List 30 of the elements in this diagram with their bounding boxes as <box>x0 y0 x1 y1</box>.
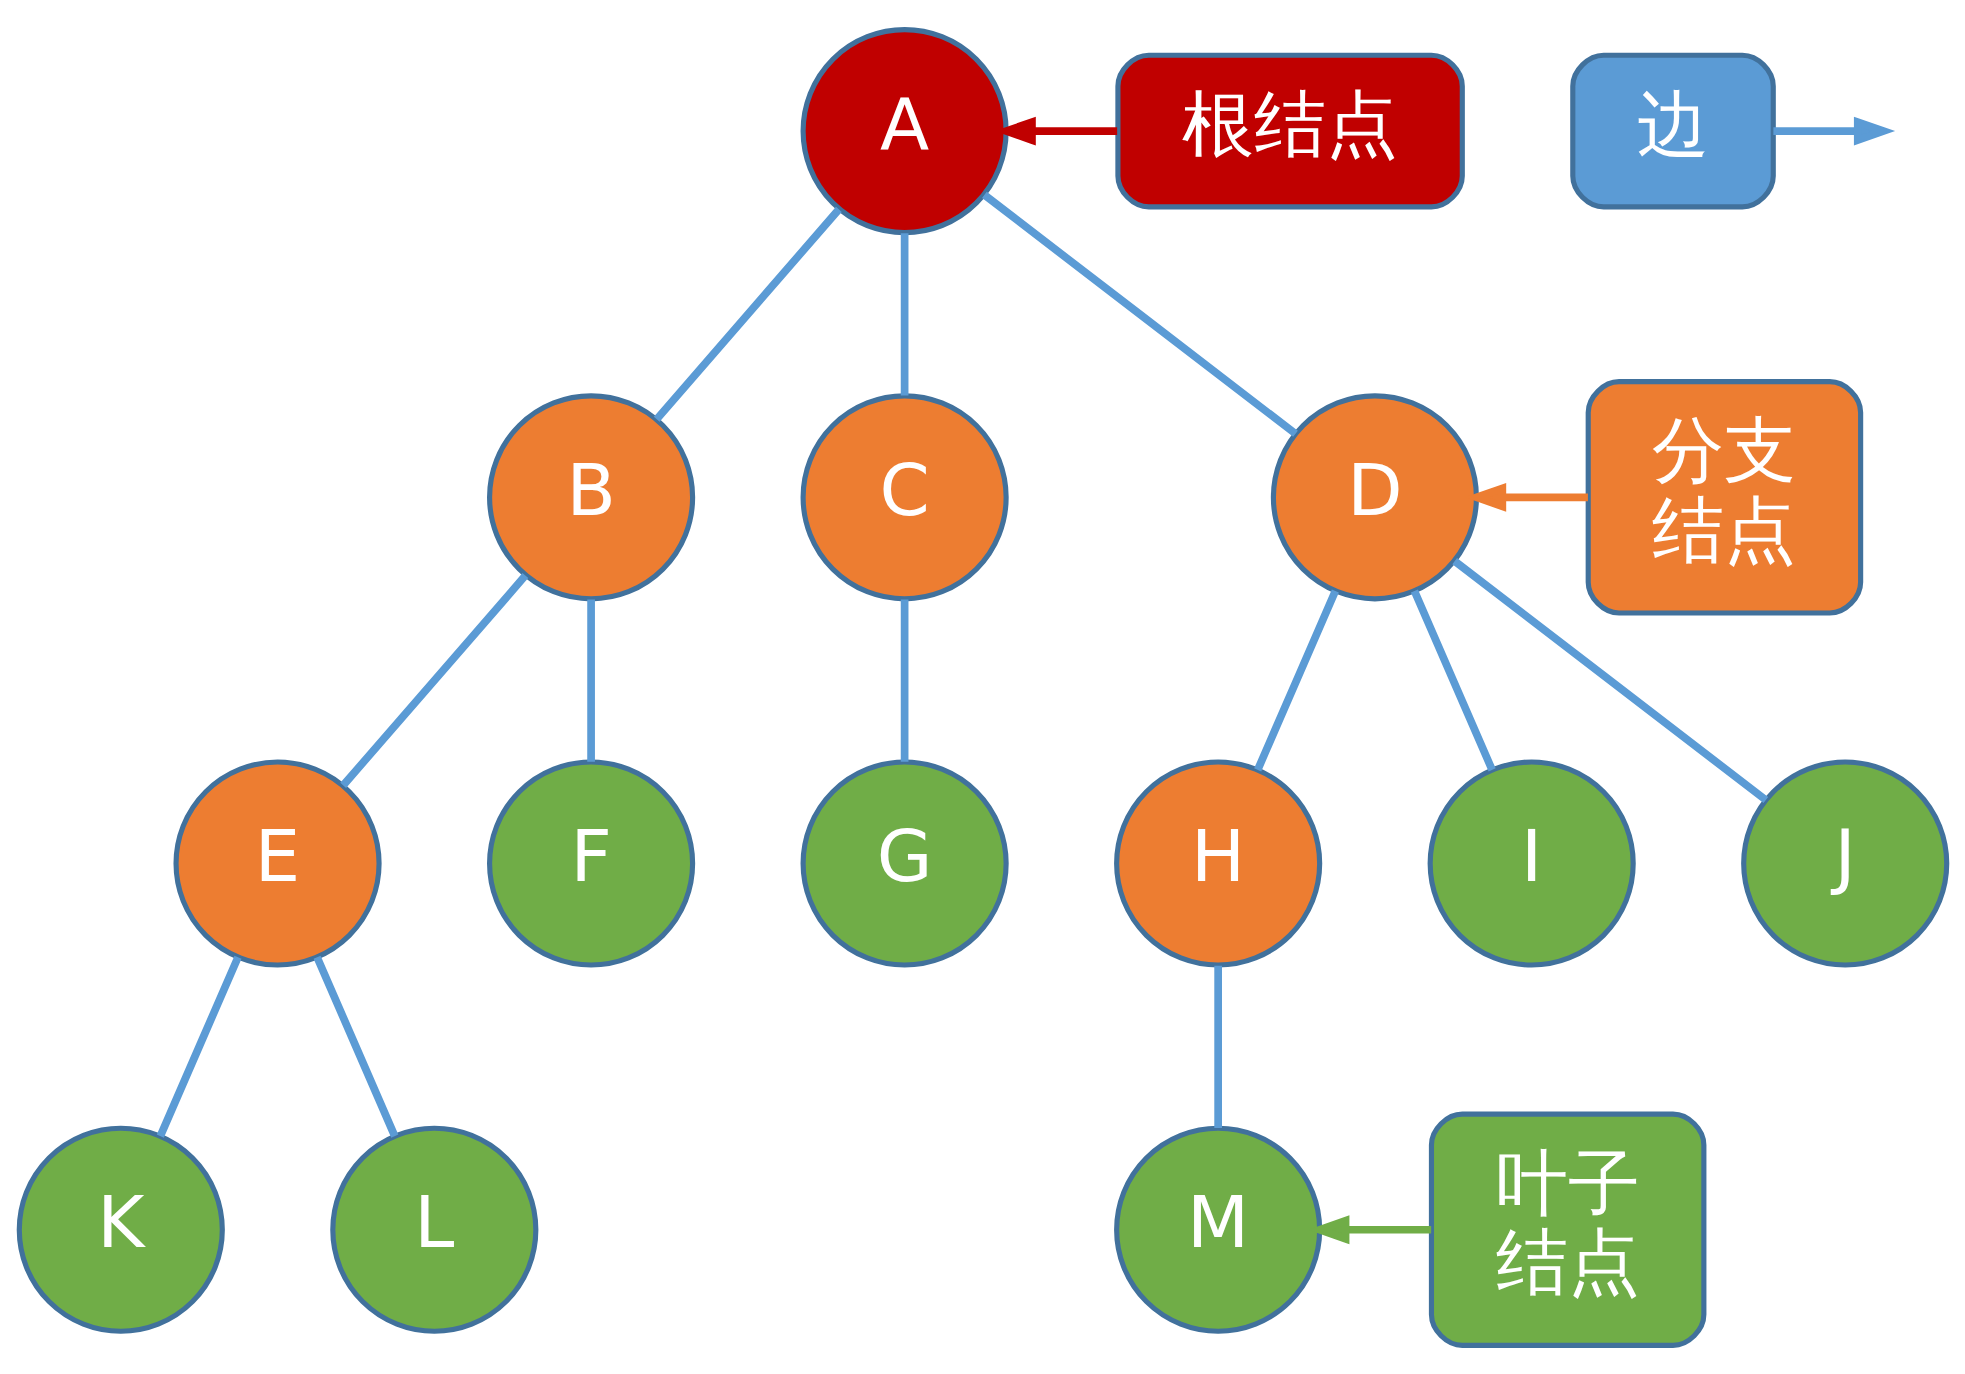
node-circle: L <box>329 1125 538 1334</box>
connector <box>339 572 528 788</box>
connector <box>981 191 1298 437</box>
node-circle: E <box>172 758 382 968</box>
node-circle: K <box>16 1125 225 1334</box>
connector <box>900 232 908 395</box>
node-circle: A <box>800 26 1009 235</box>
connector <box>1410 588 1496 771</box>
node-circle: C <box>800 392 1009 601</box>
node-circle: D <box>1270 392 1479 601</box>
connector <box>156 955 242 1138</box>
node-box: 叶子结点 <box>1428 1111 1706 1348</box>
connector <box>1451 557 1768 803</box>
node-circle: H <box>1113 758 1322 968</box>
arrow <box>1772 116 1895 146</box>
node-circle: I <box>1427 758 1636 968</box>
node-box: 边 <box>1569 52 1776 209</box>
node-circle: F <box>486 758 695 968</box>
node-circle: G <box>800 758 1009 968</box>
node-circle: B <box>486 392 695 601</box>
node-box: 分支结点 <box>1585 378 1863 616</box>
connector <box>586 599 595 762</box>
node-circle: M <box>1113 1125 1322 1334</box>
node-circle: J <box>1740 758 1949 968</box>
connector <box>1253 588 1339 771</box>
connector <box>653 206 842 422</box>
connector <box>900 599 908 762</box>
node-box: 根结点 <box>1114 52 1465 209</box>
connector <box>1213 965 1222 1128</box>
connector <box>313 955 398 1138</box>
